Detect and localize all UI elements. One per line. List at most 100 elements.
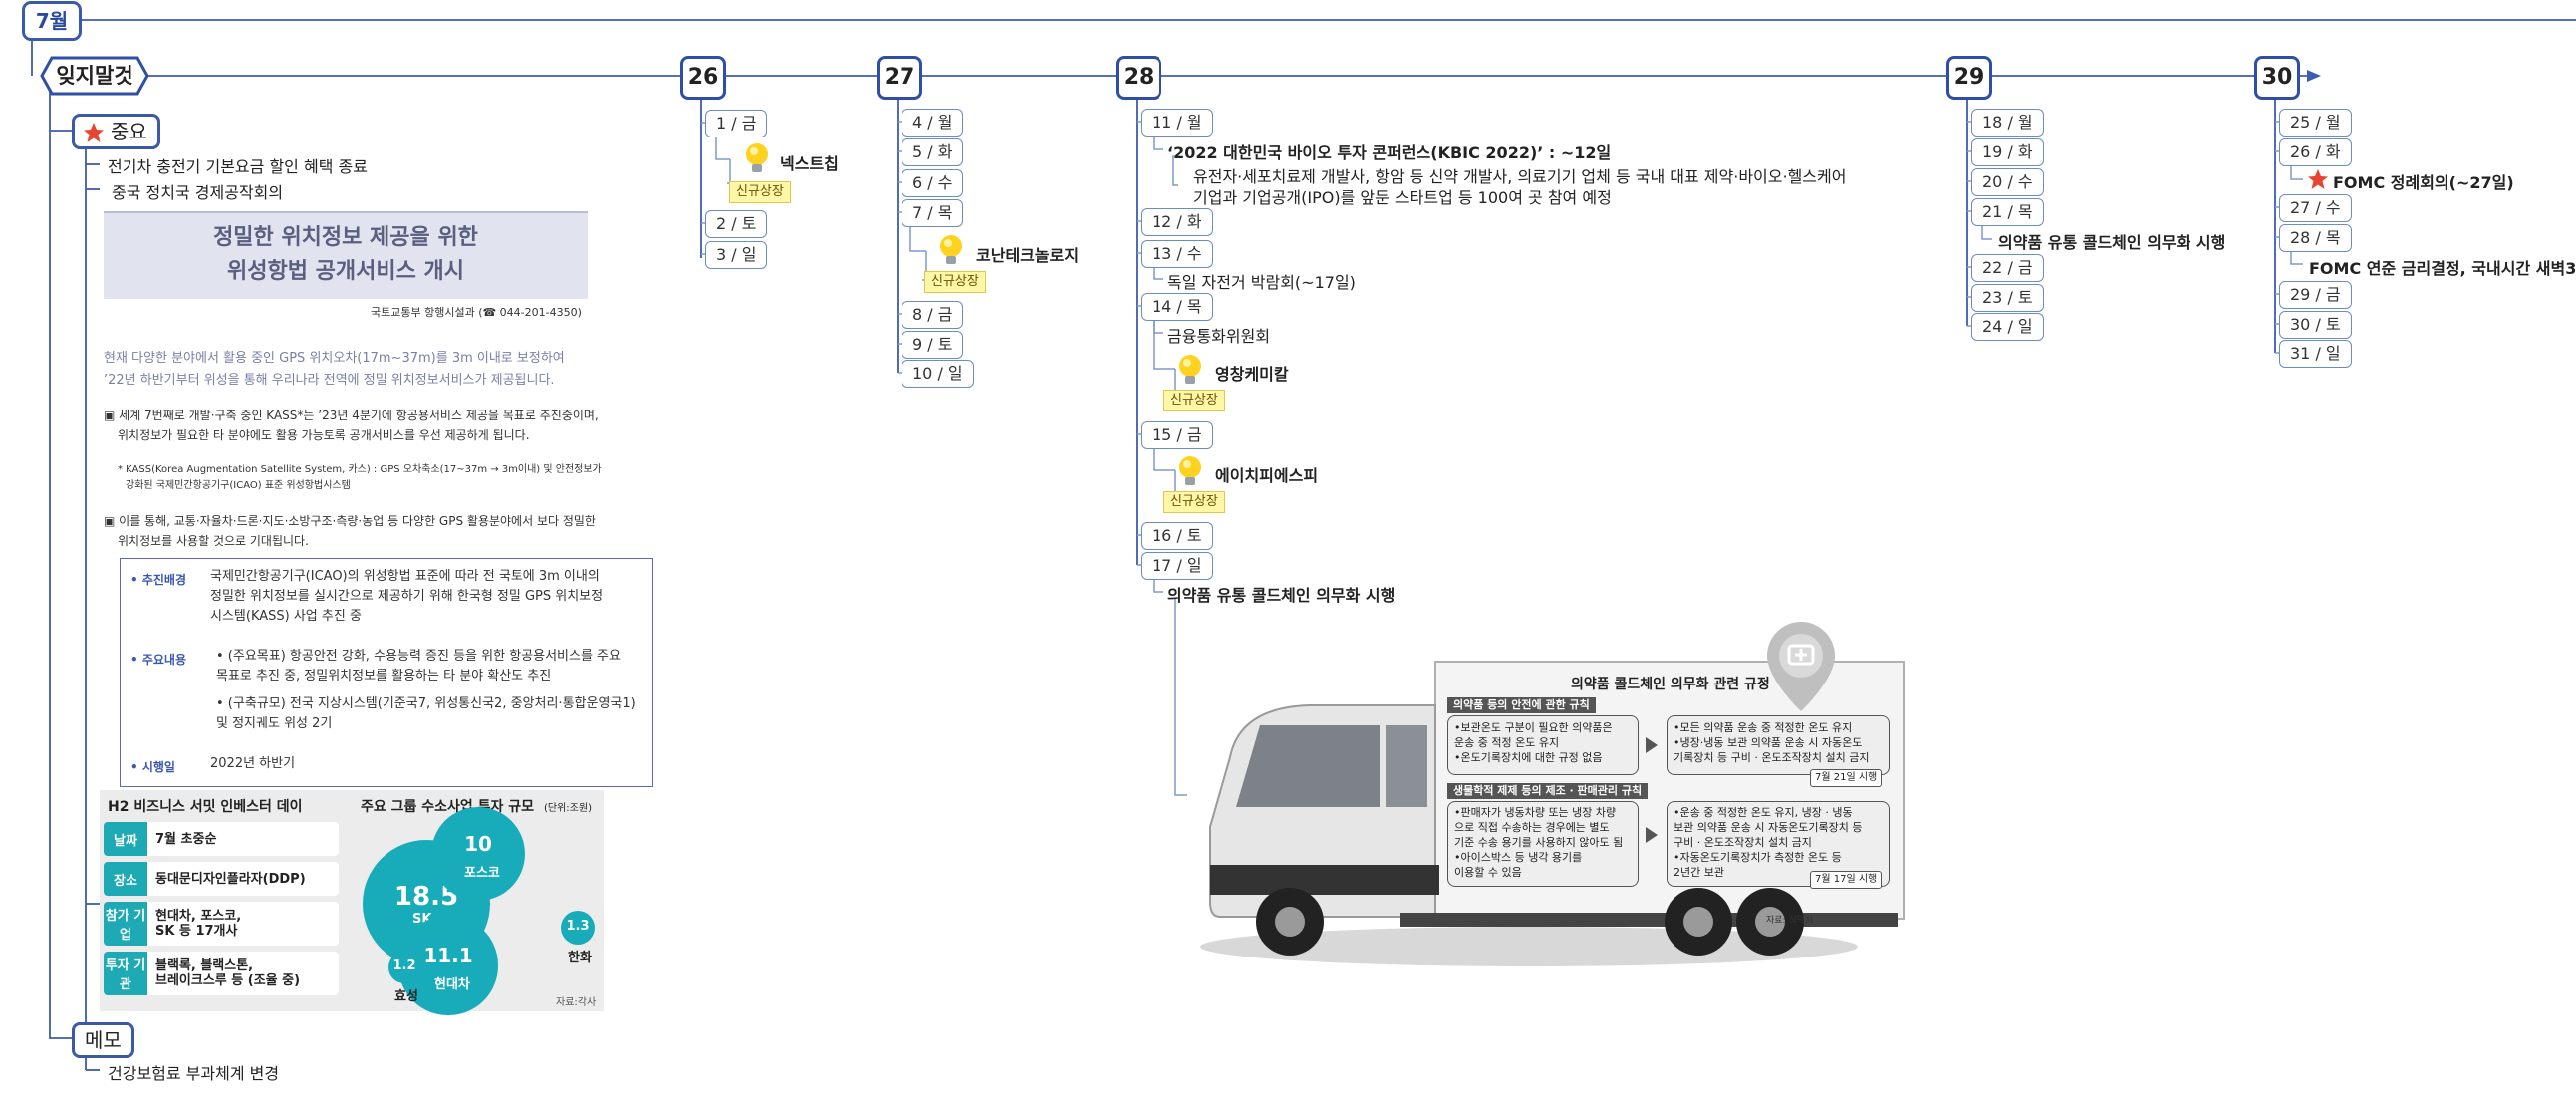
important-item-1: 전기차 충전기 기본요금 할인 혜택 종료 <box>108 153 368 177</box>
day-item[interactable]: 21 / 목 <box>1971 198 2044 226</box>
chart-unit: (단위:조원) <box>544 799 592 814</box>
bubble-value: 10 <box>431 807 525 856</box>
rule-line: •아이스박스 등 냉각 용기를 <box>1454 850 1582 865</box>
info-label-content: • 주요내용 <box>130 651 186 668</box>
day-item[interactable]: 15 / 금 <box>1141 421 1213 449</box>
h2-row-value: 7월 초중순 <box>155 822 216 856</box>
day-item[interactable]: 23 / 토 <box>1971 284 2044 312</box>
event-title: FOMC 연준 금리결정, 국내시간 새벽3시 <box>2309 255 2576 279</box>
rule-section-1: 의약품 등의 안전에 관한 규칙 <box>1447 697 1596 713</box>
week-node-29[interactable]: 29 <box>1946 56 1992 100</box>
lightbulb-icon <box>1175 353 1205 387</box>
day-item[interactable]: 9 / 토 <box>902 331 963 359</box>
day-item[interactable]: 3 / 일 <box>705 241 767 269</box>
day-item[interactable]: 10 / 일 <box>902 360 974 388</box>
info-text-date: 2022년 하반기 <box>210 754 295 774</box>
ipo-badge: 신규상장 <box>1163 491 1225 513</box>
star-icon <box>2307 168 2329 190</box>
day-item[interactable]: 4 / 월 <box>902 109 963 137</box>
rule-line: 기준 수송 용기를 사용하지 않아도 됨 <box>1454 835 1623 850</box>
ipo-company-name: 넥스트칩 <box>780 150 839 174</box>
lightbulb-icon <box>936 233 966 267</box>
day-item[interactable]: 12 / 화 <box>1141 208 1213 236</box>
info-text-background-2: 정밀한 위치정보를 실시간으로 제공하기 위해 한국형 정밀 GPS 위치보정 <box>210 587 603 607</box>
truck-source: 자료: 식약처 <box>1766 913 1813 926</box>
day-item[interactable]: 11 / 월 <box>1141 109 1213 137</box>
memo-node[interactable]: 메모 <box>72 1022 134 1058</box>
week-node-30[interactable]: 30 <box>2254 56 2300 100</box>
rule-2-before: •판매자가 냉동차량 또는 냉장 차량 으로 직접 수송하는 경우에는 별도 기… <box>1447 801 1639 887</box>
rule-1-before: •보관온도 구분이 필요한 의약품은 운송 중 적정 온도 유지 •온도기록장치… <box>1447 715 1639 775</box>
clipping-title-1: 정밀한 위치정보 제공을 위한 <box>104 221 588 255</box>
clipping-bullet-1a: ▣ 세계 7번째로 개발·구축 중인 KASS*는 ’23년 4분기에 항공용서… <box>104 407 599 423</box>
root-node[interactable]: 잊지말것 <box>40 56 149 96</box>
day-item[interactable]: 14 / 목 <box>1141 293 1213 321</box>
rule-1-date-tag: 7월 21일 시행 <box>1810 769 1882 787</box>
day-item[interactable]: 27 / 수 <box>2279 194 2352 222</box>
h2-row-investors: 투자 기관 블랙록, 블랙스톤, 브레이크스루 등 (조율 중) <box>104 952 339 995</box>
day-item[interactable]: 25 / 월 <box>2279 109 2352 137</box>
h2-row-label: 날짜 <box>104 822 147 856</box>
day-item[interactable]: 24 / 일 <box>1971 313 2044 341</box>
chart-source: 자료:각사 <box>556 993 596 1008</box>
rule-line: •온도기록장치에 대한 규정 없음 <box>1454 750 1603 765</box>
day-item[interactable]: 8 / 금 <box>902 301 963 329</box>
day-item[interactable]: 19 / 화 <box>1971 138 2044 166</box>
day-item[interactable]: 31 / 일 <box>2279 340 2352 368</box>
rule-line: •운송 중 적정한 온도 유지, 냉장 · 냉동 <box>1674 805 1853 820</box>
event-title: ‘2022 대한민국 바이오 투자 콘퍼런스(KBIC 2022)’ : ~12… <box>1167 139 1611 163</box>
day-item[interactable]: 7 / 목 <box>902 199 963 227</box>
event-title: FOMC 정례회의(~27일) <box>2333 169 2514 193</box>
lightbulb-icon <box>742 141 772 175</box>
day-item[interactable]: 29 / 금 <box>2279 281 2352 309</box>
week-node-27[interactable]: 27 <box>877 56 922 100</box>
important-node[interactable]: 중요 <box>72 114 160 149</box>
h2-row-label: 참가 기업 <box>104 902 147 946</box>
bubble-2: 10 <box>431 807 525 901</box>
bubble-4: 1.3 <box>561 911 595 945</box>
star-icon <box>83 122 105 143</box>
info-text-content-2: 목표로 추진 중, 정밀위치정보를 활용하는 타 분야 확산도 추진 <box>216 667 551 686</box>
rule-line: •자동온도기록장치가 측정한 온도 등 <box>1674 850 1842 865</box>
day-item[interactable]: 30 / 토 <box>2279 311 2352 339</box>
clipping-title-2: 위성항법 공개서비스 개시 <box>104 255 588 289</box>
ipo-company-name: 코난테크놀로지 <box>976 242 1079 266</box>
day-item[interactable]: 18 / 월 <box>1971 109 2044 137</box>
rule-2-date-tag: 7월 17일 시행 <box>1810 871 1882 889</box>
bubble-label: 포스코 <box>464 862 500 881</box>
day-item[interactable]: 5 / 화 <box>902 138 963 166</box>
important-label: 중요 <box>111 120 147 143</box>
rule-line: •모든 의약품 운송 중 적정한 온도 유지 <box>1674 720 1852 735</box>
rule-line: 2년간 보관 <box>1674 865 1724 880</box>
h2-row-value: 동대문디자인플라자(DDP) <box>155 862 306 896</box>
truck-title: 의약품 콜드체인 의무화 관련 규정 <box>1571 674 1770 693</box>
day-item[interactable]: 2 / 토 <box>705 210 767 238</box>
h2-row-date: 날짜 7월 초중순 <box>104 822 339 856</box>
rule-line: 으로 직접 수송하는 경우에는 별도 <box>1454 820 1610 835</box>
week-node-26[interactable]: 26 <box>680 56 726 100</box>
h2-row-value: 현대차, 포스코, SK 등 17개사 <box>155 902 241 946</box>
day-item[interactable]: 28 / 목 <box>2279 224 2352 252</box>
h2-row-venue: 장소 동대문디자인플라자(DDP) <box>104 862 339 896</box>
day-item[interactable]: 13 / 수 <box>1141 240 1213 268</box>
month-label[interactable]: 7월 <box>22 1 82 41</box>
info-text-content-1: • (주요목표) 항공안전 강화, 수용능력 증진 등을 위한 항공용서비스를 … <box>216 647 621 667</box>
rule-line: •판매자가 냉동차량 또는 냉장 차량 <box>1454 805 1616 820</box>
rule-line: 보관 의약품 운송 시 자동온도기록장치 등 <box>1674 820 1863 835</box>
week-node-28[interactable]: 28 <box>1116 56 1161 100</box>
day-item[interactable]: 6 / 수 <box>902 169 963 197</box>
h2-investor-day-card: H2 비즈니스 서밋 인베스터 데이 날짜 7월 초중순 장소 동대문디자인플라… <box>100 790 604 1011</box>
clipping-lead-2: ’22년 하반기부터 위성을 통해 우리나라 전역에 정밀 위치정보서비스가 제… <box>104 369 555 388</box>
day-item[interactable]: 16 / 토 <box>1141 522 1213 550</box>
bubble-label: 한화 <box>568 947 592 965</box>
day-item[interactable]: 17 / 일 <box>1141 552 1213 580</box>
day-item[interactable]: 1 / 금 <box>705 110 767 137</box>
day-item[interactable]: 26 / 화 <box>2279 138 2352 166</box>
day-item[interactable]: 20 / 수 <box>1971 168 2044 196</box>
ipo-company-name: 에이치피에스피 <box>1215 462 1318 486</box>
rule-1-after: •모든 의약품 운송 중 적정한 온도 유지 •냉장·냉동 보관 의약품 운송 … <box>1667 715 1890 775</box>
clipping-footnote-2: 강화된 국제민간항공기구(ICAO) 표준 위성항법시스템 <box>126 476 351 491</box>
day-item[interactable]: 22 / 금 <box>1971 254 2044 282</box>
info-text-background-3: 시스템(KASS) 사업 추진 중 <box>210 607 362 627</box>
clipping-header: 정밀한 위치정보 제공을 위한 위성항법 공개서비스 개시 <box>104 211 588 299</box>
